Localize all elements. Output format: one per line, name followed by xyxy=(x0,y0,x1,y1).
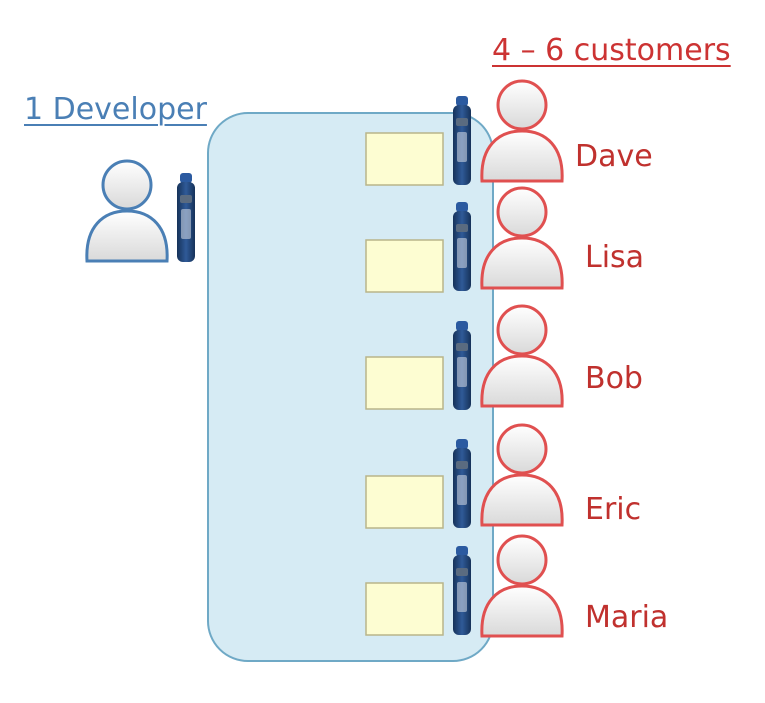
customer-name-maria: Maria xyxy=(585,600,669,635)
sticky-note xyxy=(365,356,444,410)
customer-marker-icon xyxy=(453,202,471,291)
customer-marker-icon xyxy=(453,439,471,528)
customer-name-eric: Eric xyxy=(585,492,642,527)
sticky-note xyxy=(365,475,444,529)
customer-name-dave: Dave xyxy=(575,139,653,174)
developer-label: 1 Developer xyxy=(24,92,207,127)
sticky-note xyxy=(365,132,444,186)
customer-name-bob: Bob xyxy=(585,361,643,396)
customer-marker-icon xyxy=(453,546,471,635)
customer-marker-icon xyxy=(453,96,471,185)
sticky-note xyxy=(365,582,444,636)
developer-person-icon xyxy=(85,159,169,263)
sticky-note xyxy=(365,239,444,293)
developer-marker-icon xyxy=(177,173,195,262)
customer-marker-icon xyxy=(453,321,471,410)
collaboration-board xyxy=(207,112,494,662)
customer-person-icon xyxy=(480,79,564,183)
customers-count-label: 4 – 6 customers xyxy=(492,33,731,68)
customer-name-lisa: Lisa xyxy=(585,240,645,275)
